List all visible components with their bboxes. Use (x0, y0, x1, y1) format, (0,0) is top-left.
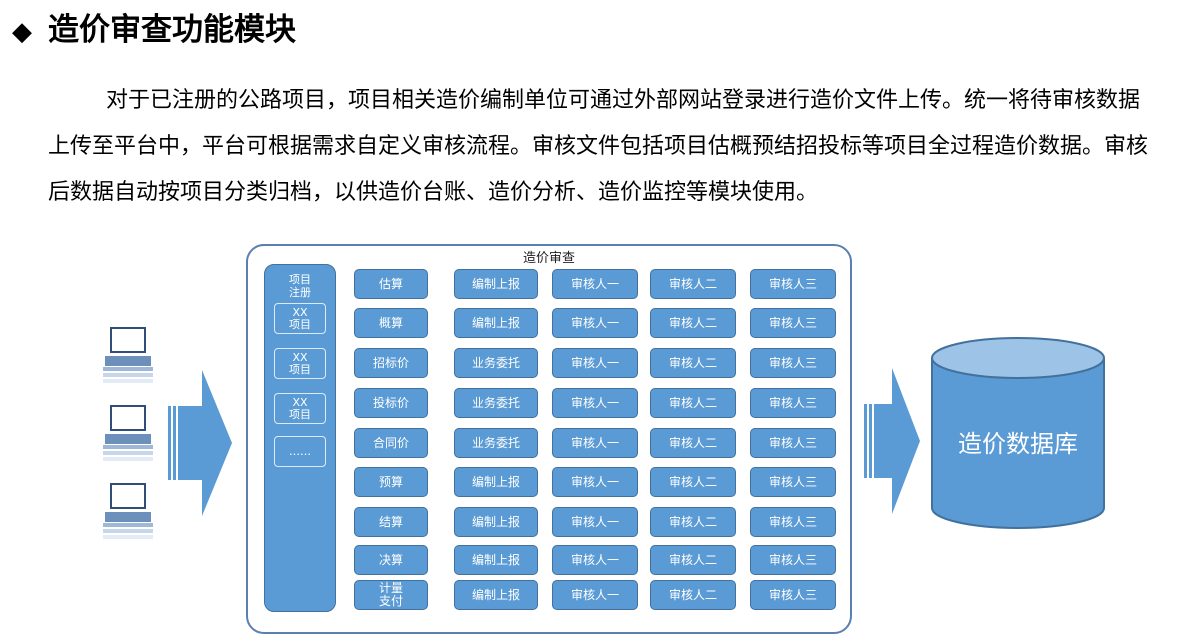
reviewer-2-box: 审核人二 (650, 507, 736, 537)
stage-box: 合同价 (354, 428, 428, 458)
reviewer-1-box: 审核人一 (552, 269, 638, 299)
registration-title: 项目注册 (289, 273, 311, 299)
action-box: 编制上报 (454, 467, 538, 497)
reviewer-2-box: 审核人二 (650, 269, 736, 299)
reviewer-3-box: 审核人三 (750, 467, 836, 497)
stage-box: 招标价 (354, 348, 428, 378)
stage-box: 概算 (354, 308, 428, 338)
action-box: 编制上报 (454, 545, 538, 575)
laptop-icon (103, 327, 153, 383)
registered-project-item: XX项目 (274, 393, 326, 424)
reviewer-1-box: 审核人一 (552, 348, 638, 378)
reviewer-1-box: 审核人一 (552, 507, 638, 537)
stage-box: 投标价 (354, 388, 428, 418)
stage-box: 决算 (354, 545, 428, 575)
stage-box: 计量支付 (354, 580, 428, 610)
reviewer-1-box: 审核人一 (552, 388, 638, 418)
registered-project-item: XX项目 (274, 303, 326, 334)
database-cylinder-icon (931, 337, 1105, 529)
stage-box: 结算 (354, 507, 428, 537)
description-paragraph: 对于已注册的公路项目，项目相关造价编制单位可通过外部网站登录进行造价文件上传。统… (48, 78, 1153, 216)
reviewer-2-box: 审核人二 (650, 388, 736, 418)
laptop-icon (103, 483, 153, 539)
title-text: 造价审查功能模块 (48, 12, 296, 48)
reviewer-1-box: 审核人一 (552, 428, 638, 458)
registered-project-item: XX项目 (274, 348, 326, 379)
reviewer-3-box: 审核人三 (750, 428, 836, 458)
reviewer-3-box: 审核人三 (750, 507, 836, 537)
section-title: ◆ 造价审查功能模块 (12, 8, 296, 52)
action-box: 业务委托 (454, 388, 538, 418)
reviewer-3-box: 审核人三 (750, 388, 836, 418)
reviewer-1-box: 审核人一 (552, 545, 638, 575)
stage-box: 估算 (354, 269, 428, 299)
database-label: 造价数据库 (958, 430, 1078, 458)
reviewer-1-box: 审核人一 (552, 308, 638, 338)
reviewer-3-box: 审核人三 (750, 269, 836, 299)
reviewer-1-box: 审核人一 (552, 467, 638, 497)
stage-box: 预算 (354, 467, 428, 497)
action-box: 业务委托 (454, 428, 538, 458)
reviewer-3-box: 审核人三 (750, 580, 836, 610)
reviewer-2-box: 审核人二 (650, 545, 736, 575)
reviewer-1-box: 审核人一 (552, 580, 638, 610)
flow-title: 造价审查 (522, 251, 575, 266)
laptop-icon (103, 405, 153, 461)
diamond-bullet-icon: ◆ (12, 17, 32, 47)
reviewer-2-box: 审核人二 (650, 580, 736, 610)
paragraph-text: 对于已注册的公路项目，项目相关造价编制单位可通过外部网站登录进行造价文件上传。统… (48, 88, 1149, 205)
action-box: 业务委托 (454, 348, 538, 378)
output-arrow-icon (864, 368, 920, 514)
registered-project-more: …… (274, 436, 326, 467)
reviewer-3-box: 审核人三 (750, 308, 836, 338)
reviewer-3-box: 审核人三 (750, 348, 836, 378)
action-box: 编制上报 (454, 507, 538, 537)
reviewer-3-box: 审核人三 (750, 545, 836, 575)
reviewer-2-box: 审核人二 (650, 428, 736, 458)
action-box: 编制上报 (454, 580, 538, 610)
input-arrow-icon (168, 370, 232, 516)
reviewer-2-box: 审核人二 (650, 467, 736, 497)
action-box: 编制上报 (454, 308, 538, 338)
reviewer-2-box: 审核人二 (650, 308, 736, 338)
reviewer-2-box: 审核人二 (650, 348, 736, 378)
action-box: 编制上报 (454, 269, 538, 299)
